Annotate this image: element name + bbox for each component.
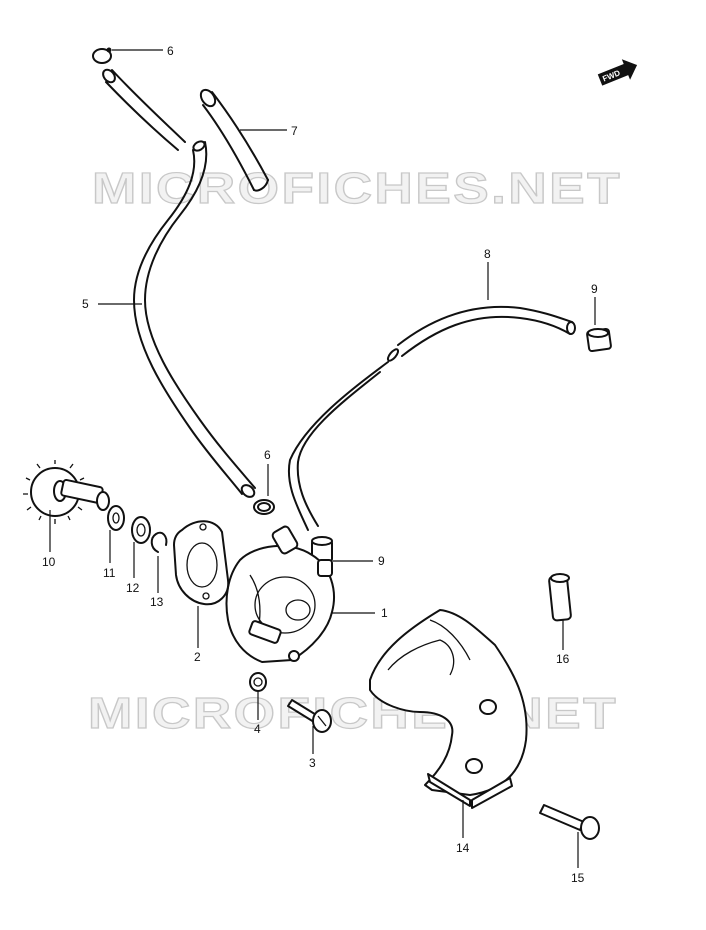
- screw-3: [287, 699, 332, 733]
- cap-top-right: [586, 327, 612, 353]
- callout-9-top: 9: [591, 282, 598, 296]
- oil-pump: [225, 525, 335, 663]
- watermark-bottom: MICROFICHES.NET: [88, 689, 618, 738]
- callout-12: 12: [126, 581, 140, 595]
- callout-6-lower: 6: [264, 448, 271, 462]
- callout-4: 4: [254, 722, 261, 736]
- pin-16: [548, 573, 572, 622]
- callout-7: 7: [291, 124, 298, 138]
- washer-12: [131, 516, 151, 544]
- callout-9-lower: 9: [378, 554, 385, 568]
- hose-long: [102, 68, 256, 498]
- callout-16: 16: [556, 652, 570, 666]
- cap-pump-side: [311, 536, 333, 563]
- callout-2: 2: [194, 650, 201, 664]
- washer-4: [249, 672, 267, 692]
- hose-short: [199, 88, 269, 192]
- callout-15: 15: [571, 871, 585, 885]
- clamp-top: [92, 47, 112, 64]
- callout-labels: 6 7 8 9 5 6 9 1 10 11 12 13 2 4 3 16 14 …: [42, 44, 598, 885]
- clamp-lower: [253, 499, 275, 515]
- callout-1: 1: [381, 606, 388, 620]
- callout-5: 5: [82, 297, 89, 311]
- circlip-13: [150, 531, 168, 553]
- callout-13: 13: [150, 595, 164, 609]
- callout-6-top: 6: [167, 44, 174, 58]
- screw-15: [539, 804, 600, 840]
- drive-gear: [23, 460, 110, 524]
- watermark-top: MICROFICHES.NET: [92, 164, 622, 213]
- hose-thin: [287, 305, 576, 531]
- callout-11: 11: [103, 566, 116, 580]
- leader-lines: [49, 49, 596, 868]
- callout-10: 10: [42, 555, 56, 569]
- gasket: [173, 520, 230, 606]
- callout-8: 8: [484, 247, 491, 261]
- callout-3: 3: [309, 756, 316, 770]
- washer-11: [107, 505, 125, 531]
- forward-direction-arrow-icon: FWD: [597, 59, 638, 86]
- pump-cover: [369, 609, 528, 809]
- callout-14: 14: [456, 841, 470, 855]
